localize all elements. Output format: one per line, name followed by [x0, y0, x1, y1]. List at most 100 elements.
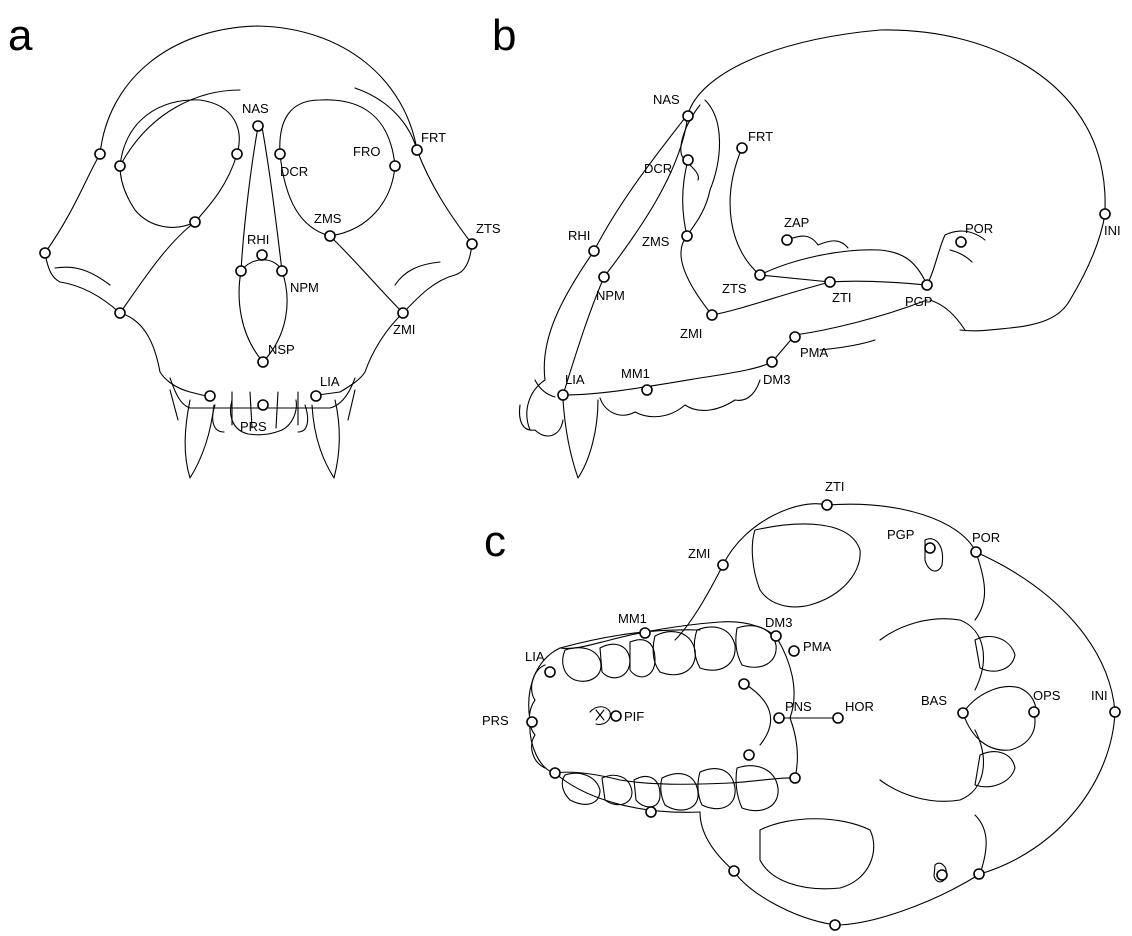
- landmark-point-lia: [545, 667, 555, 677]
- landmark-label-mm1: MM1: [618, 611, 647, 626]
- landmark-label-zti: ZTI: [832, 290, 852, 305]
- landmark-point-frt: [412, 145, 422, 155]
- landmark-point-ini: [1110, 707, 1120, 717]
- landmark-point-zmi: [718, 560, 728, 570]
- landmark-point-dcr: [683, 155, 693, 165]
- landmark-point-dm3: [767, 357, 777, 367]
- landmark-label-ini: INI: [1091, 688, 1108, 703]
- landmark-label-por: POR: [972, 530, 1000, 545]
- landmark-point-rhi: [589, 246, 599, 256]
- panel-a-landmarks: [40, 121, 477, 410]
- landmark-label-mm1: MM1: [621, 366, 650, 381]
- landmark-label-frt: FRT: [421, 130, 446, 145]
- landmark-label-zti: ZTI: [825, 479, 845, 494]
- landmark-label-nas: NAS: [242, 101, 269, 116]
- landmark-point-lia: [311, 391, 321, 401]
- landmark-label-dcr: DCR: [644, 161, 672, 176]
- landmark-label-lia: LIA: [565, 372, 585, 387]
- landmark-label-zts: ZTS: [476, 221, 501, 236]
- landmark-point-mm1-lower: [646, 807, 656, 817]
- panel-b: b: [492, 11, 1121, 478]
- landmark-point-pma: [790, 332, 800, 342]
- landmark-label-bas: BAS: [921, 693, 947, 708]
- landmark-point-zmi-left: [115, 308, 125, 318]
- landmark-label-nsp: NSP: [268, 342, 295, 357]
- landmark-label-npm: NPM: [596, 288, 625, 303]
- landmark-label-frt: FRT: [748, 129, 773, 144]
- landmark-point-lia: [558, 390, 568, 400]
- landmark-label-nas: NAS: [653, 92, 680, 107]
- landmark-label-npm: NPM: [290, 280, 319, 295]
- landmark-point-zms: [325, 231, 335, 241]
- landmark-label-dm3: DM3: [765, 615, 792, 630]
- landmark-label-ini: INI: [1104, 223, 1121, 238]
- panel-c: c: [482, 479, 1120, 930]
- panel-letter-b: b: [492, 11, 516, 60]
- landmark-point-zmi: [398, 308, 408, 318]
- panel-b-outlines: [520, 30, 1106, 478]
- landmark-point-ini: [1100, 209, 1110, 219]
- landmark-point-bas: [958, 708, 968, 718]
- panel-a: a: [8, 11, 501, 478]
- landmark-point-npm: [277, 266, 287, 276]
- landmark-label-zms: ZMS: [314, 211, 342, 226]
- landmark-point-lia-lower: [550, 768, 560, 778]
- panel-letter-c: c: [484, 517, 506, 566]
- landmark-label-pgp: PGP: [905, 294, 932, 309]
- landmark-point-dcr-left: [232, 149, 242, 159]
- landmark-label-fro: FRO: [353, 144, 380, 159]
- landmark-label-zmi: ZMI: [393, 322, 415, 337]
- landmark-label-rhi: RHI: [247, 232, 269, 247]
- landmark-label-dcr: DCR: [280, 164, 308, 179]
- landmark-point-pif: [611, 711, 621, 721]
- landmark-point-zti-lower: [830, 920, 840, 930]
- landmark-label-rhi: RHI: [568, 228, 590, 243]
- panel-c-labels: ZTI PGP POR ZMI MM1 DM3 PMA LIA PRS PIF …: [482, 479, 1108, 728]
- landmark-label-zmi: ZMI: [688, 546, 710, 561]
- landmark-point-ops: [1029, 707, 1039, 717]
- landmark-point-zmi-lower: [729, 866, 739, 876]
- landmark-point-pns: [774, 713, 784, 723]
- landmark-point-pma: [789, 646, 799, 656]
- landmark-label-pns: PNS: [785, 699, 812, 714]
- landmark-point-zap: [782, 235, 792, 245]
- landmark-label-ops: OPS: [1033, 688, 1061, 703]
- landmark-point-zms: [682, 231, 692, 241]
- landmark-point-lia-left: [205, 391, 215, 401]
- landmark-point-npm-left: [236, 266, 246, 276]
- landmark-point-zts: [467, 239, 477, 249]
- landmark-point-zti: [825, 277, 835, 287]
- landmark-label-pma: PMA: [803, 639, 832, 654]
- landmark-point-frt: [737, 143, 747, 153]
- panel-b-labels: NAS FRT DCR ZAP POR INI RHI ZMS NPM ZTS …: [565, 92, 1121, 387]
- landmark-point-por-lower: [974, 869, 984, 879]
- panel-letter-a: a: [8, 11, 33, 60]
- landmark-label-hor: HOR: [845, 699, 874, 714]
- landmark-label-dm3: DM3: [763, 372, 790, 387]
- landmark-label-prs: PRS: [240, 419, 267, 434]
- landmark-point-mm1: [642, 385, 652, 395]
- landmark-label-pma: PMA: [800, 345, 829, 360]
- landmark-label-lia: LIA: [525, 649, 545, 664]
- landmark-label-pgp: PGP: [887, 527, 914, 542]
- landmark-point-hor: [833, 713, 843, 723]
- landmark-point-pgp-lower: [937, 870, 947, 880]
- landmark-label-zap: ZAP: [784, 215, 809, 230]
- landmark-label-zts: ZTS: [722, 281, 747, 296]
- landmark-point-por: [956, 237, 966, 247]
- landmark-label-prs: PRS: [482, 713, 509, 728]
- landmark-point-zti: [822, 500, 832, 510]
- landmark-point-mm1: [640, 628, 650, 638]
- landmark-point-dcr: [275, 149, 285, 159]
- landmark-point-nsp: [258, 357, 268, 367]
- landmark-point-pgp: [922, 280, 932, 290]
- landmark-point-fro: [390, 161, 400, 171]
- landmark-point-prs: [527, 717, 537, 727]
- landmark-point-pma-lower: [790, 773, 800, 783]
- landmark-point-frt-left: [95, 149, 105, 159]
- panel-b-landmarks: [558, 111, 1110, 400]
- landmark-point-zmi: [707, 310, 717, 320]
- landmark-label-pif: PIF: [624, 709, 644, 724]
- landmark-point-fro-left: [115, 161, 125, 171]
